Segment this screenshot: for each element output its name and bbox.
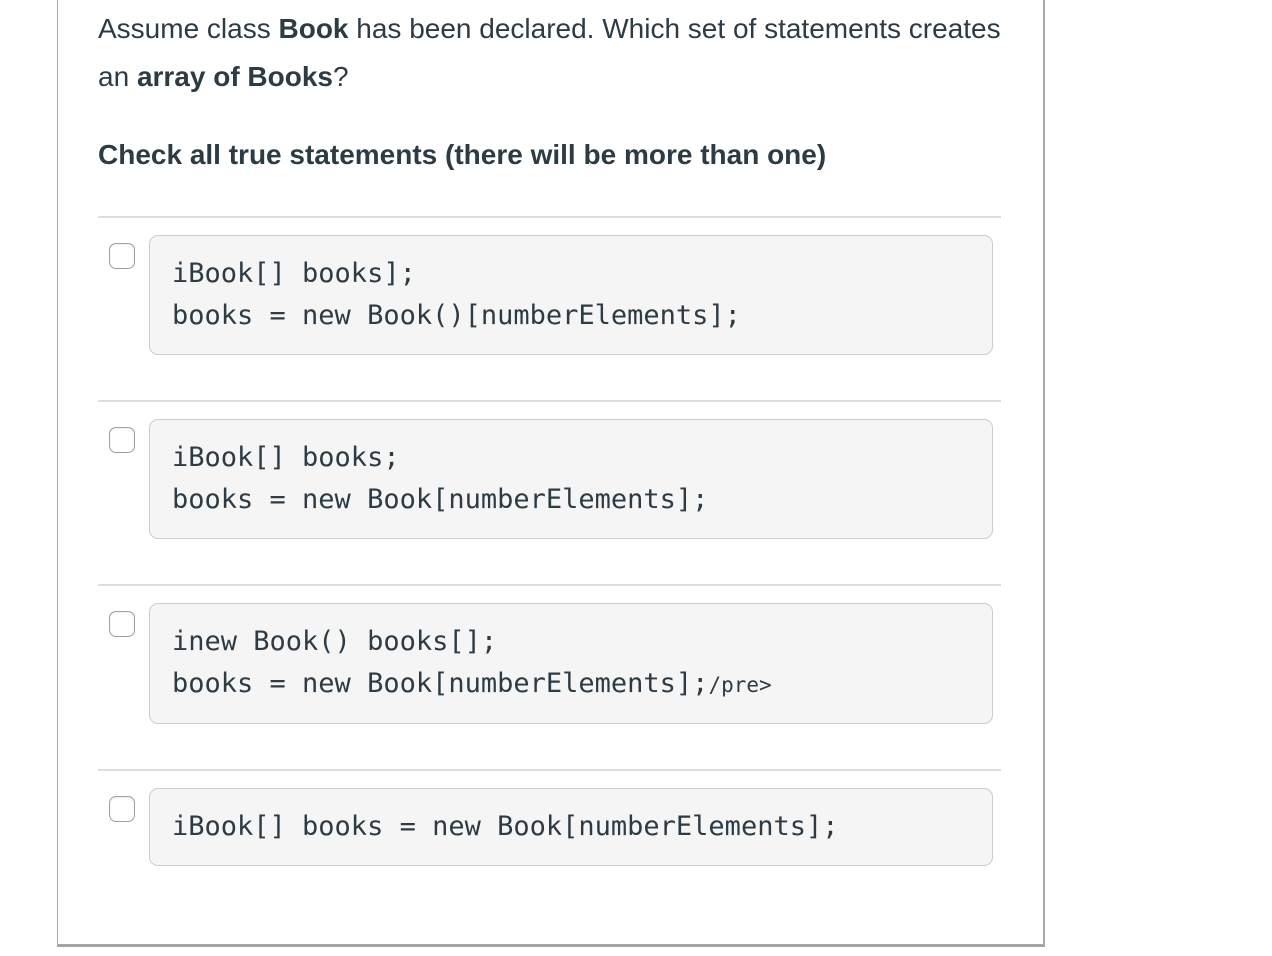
answer-option-4: iBook[] books = new Book[numberElements]…	[98, 788, 1001, 866]
answer-code-block-3: inew Book() books[]; books = new Book[num…	[149, 603, 993, 724]
divider	[98, 584, 1001, 586]
answer-code-block-2: iBook[] books; books = new Book[numberEle…	[149, 419, 993, 539]
code-line-text: books = new Book[numberElements];	[172, 668, 709, 699]
answer-checkbox-1[interactable]	[109, 243, 135, 269]
answer-code-block-4: iBook[] books = new Book[numberElements]…	[149, 788, 993, 866]
answer-option-3: inew Book() books[]; books = new Book[num…	[98, 603, 1001, 724]
question-instruction: Check all true statements (there will be…	[98, 139, 827, 170]
code-line: iBook[] books = new Book[numberElements]…	[172, 811, 839, 842]
answer-checkbox-4[interactable]	[109, 796, 135, 822]
question-segment: Assume class	[98, 13, 279, 44]
leaked-pre-tag: /pre>	[708, 673, 772, 697]
answer-option-1: iBook[] books]; books = new Book()[number…	[98, 235, 1001, 355]
code-line: inew Book() books[];	[172, 626, 498, 657]
divider	[98, 769, 1001, 771]
code-line: iBook[] books];	[172, 258, 416, 289]
code-line: books = new Book[numberElements];/pre>	[172, 663, 970, 706]
code-line: books = new Book[numberElements];	[172, 484, 709, 515]
code-line: iBook[] books;	[172, 442, 400, 473]
code-line: books = new Book()[numberElements];	[172, 300, 741, 331]
quiz-question-panel: Assume class Book has been declared. Whi…	[57, 0, 1045, 947]
question-bold-book: Book	[278, 13, 349, 44]
question-bold-array: array of Books	[136, 61, 334, 92]
answer-option-2: iBook[] books; books = new Book[numberEle…	[98, 419, 1001, 539]
question-text: Assume class Book has been declared. Whi…	[98, 5, 1001, 101]
answer-checkbox-2[interactable]	[109, 427, 135, 453]
answer-code-block-1: iBook[] books]; books = new Book()[number…	[149, 235, 993, 355]
question-segment: has been declared. Which set of statemen…	[98, 13, 1001, 92]
answer-checkbox-3[interactable]	[109, 611, 135, 637]
divider	[98, 216, 1001, 218]
question-segment: ?	[333, 61, 349, 92]
question-content: Assume class Book has been declared. Whi…	[58, 0, 1043, 866]
divider	[98, 400, 1001, 402]
